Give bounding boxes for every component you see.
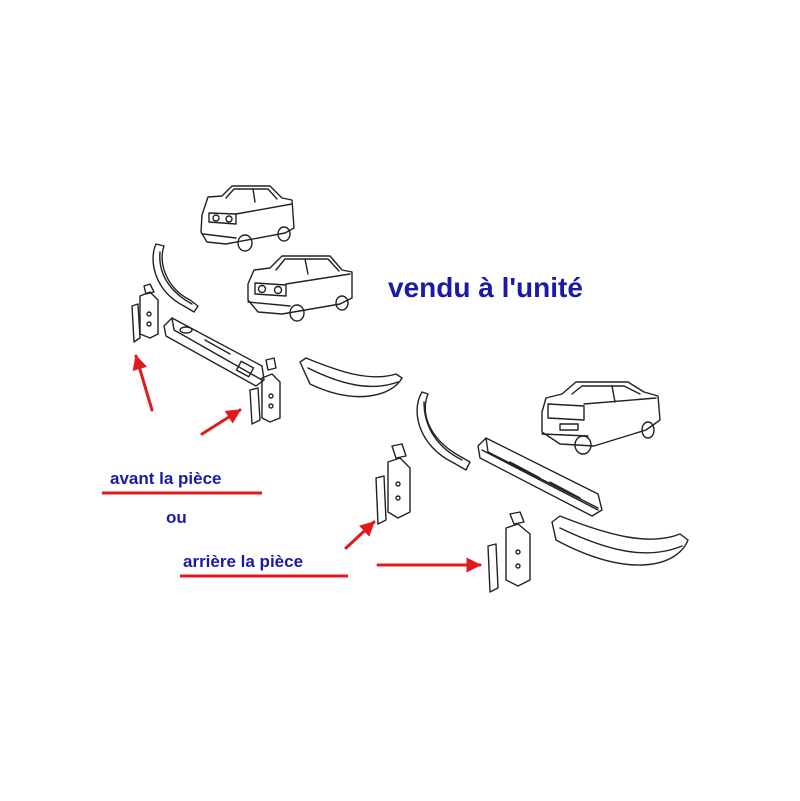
front-lower-bumper bbox=[299, 357, 403, 398]
front-part-label: avant la pièce bbox=[110, 469, 222, 488]
car-front-icon-top bbox=[200, 185, 295, 252]
rear-part-label: arrière la pièce bbox=[183, 552, 304, 571]
rear-over-rider-upper bbox=[375, 443, 411, 525]
or-label: ou bbox=[166, 508, 187, 527]
arrow-front-right bbox=[200, 408, 242, 436]
rear-bumper-bracket bbox=[477, 437, 603, 517]
front-bumper-bar bbox=[152, 243, 199, 313]
arrow-front-left bbox=[132, 354, 154, 412]
arrow-rear-upper bbox=[344, 520, 376, 550]
rear-bumper-bar bbox=[416, 391, 471, 471]
front-bumper-bracket bbox=[163, 317, 265, 387]
rear-over-rider-lower bbox=[487, 511, 531, 593]
rear-lower-bumper bbox=[551, 515, 689, 566]
front-over-rider-right bbox=[249, 357, 281, 425]
car-rear-icon bbox=[541, 381, 661, 455]
sold-individually-note: vendu à l'unité bbox=[388, 272, 583, 303]
front-over-rider-left bbox=[131, 283, 159, 343]
car-front-icon-middle bbox=[247, 255, 353, 322]
